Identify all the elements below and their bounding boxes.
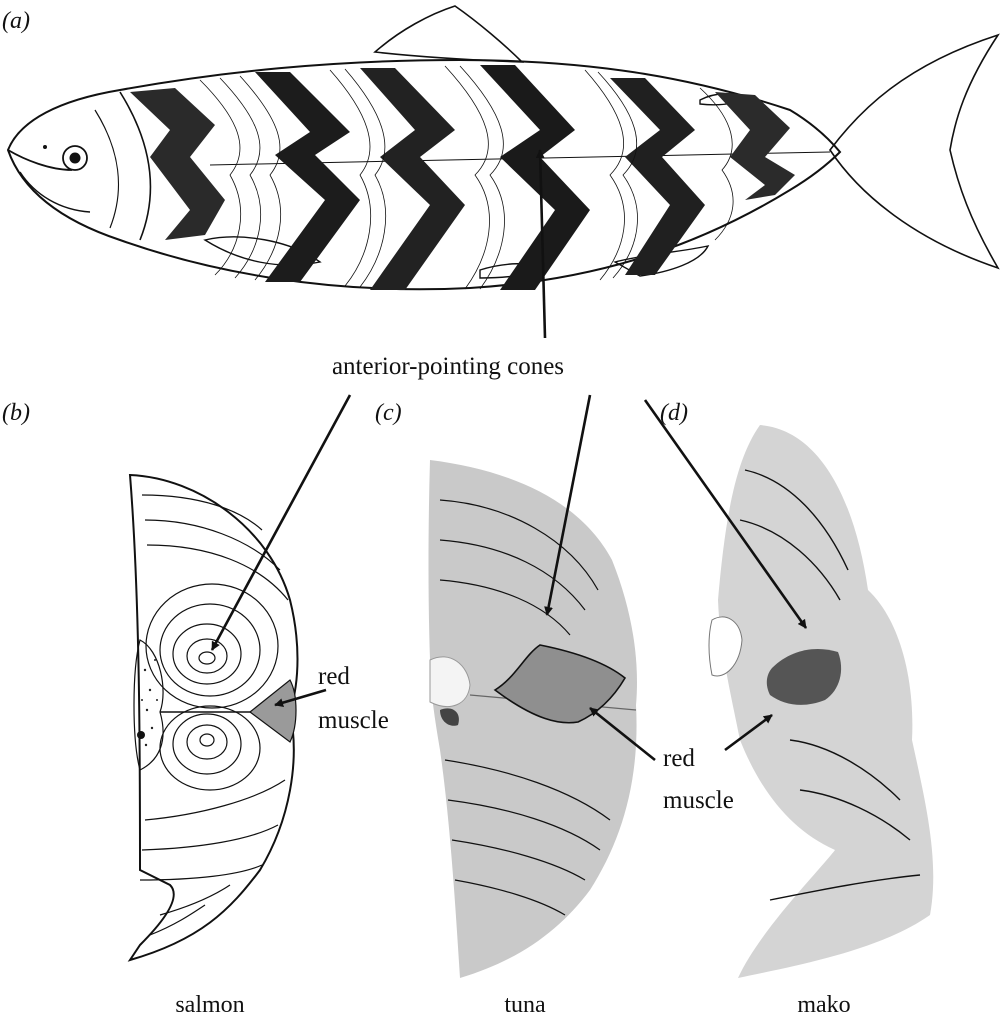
gill-cover [119,91,152,241]
red-muscle-label-b-line2: muscle [318,707,389,734]
tuna-vertebra [429,656,471,707]
vertebral-column [133,639,164,771]
eye-icon [62,145,88,171]
red-muscle-label-b-line1: red [318,663,350,690]
arrows [210,149,808,762]
caudal-fin [829,33,1000,270]
red-muscle-label-c-line2: muscle [663,787,734,814]
nostril [43,145,47,149]
salmon-red-muscle [249,679,297,743]
mako-cross-section [708,425,934,978]
species-label-mako: mako [797,992,850,1018]
salmon-section-outline [127,473,299,962]
arrow-to-cone-c [544,394,592,616]
tuna-section-fill [428,460,637,978]
cones-annotation: anterior-pointing cones [332,353,564,380]
mako-section-fill [718,425,934,978]
red-muscle-label-c-line1: red [663,745,695,772]
tuna-fibre-rings [439,499,611,916]
fish-body [6,58,842,291]
species-label-salmon: salmon [175,992,244,1018]
tuna-dark-spot [440,708,459,726]
tuna-red-muscle [493,644,627,724]
operculum-line [94,109,119,229]
arrow-red-muscle-c [589,706,656,762]
mako-red-muscle [766,648,842,705]
tuna-cross-section [428,460,637,978]
mako-fibre-lines [739,469,921,901]
myomere-fibres [199,65,734,290]
arrow-red-muscle-b [274,688,327,708]
jaw-line [19,171,91,213]
upper-cone-rings [141,494,289,709]
myomere-bands [130,65,795,290]
mouth-line [7,149,73,171]
arrow-to-cone-a [535,149,547,339]
pectoral-fin [203,236,322,266]
salmon-cross-section [127,473,299,962]
panel-label-b: (b) [2,400,30,426]
salmon-side-view [6,5,1000,291]
arrow-to-cone-d [643,399,808,629]
arrow-to-cone-b [210,394,352,651]
species-label-tuna: tuna [504,992,546,1018]
lower-cone-rings [139,705,286,936]
dorsal-fin [373,5,525,63]
stipple-dots [137,659,158,747]
arrow-red-muscle-d [724,713,773,752]
pupil [69,152,81,164]
panel-label-d: (d) [660,400,688,426]
mako-vertebra [708,616,743,677]
panel-label-a: (a) [2,8,30,34]
panel-label-c: (c) [375,400,402,426]
